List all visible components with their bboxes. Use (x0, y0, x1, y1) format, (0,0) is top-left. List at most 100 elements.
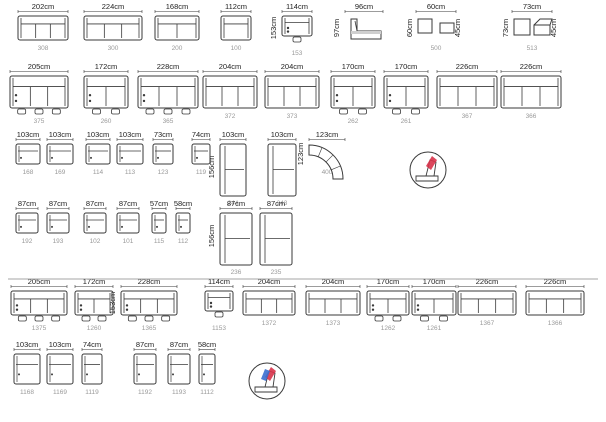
width-label: 224cm (102, 2, 125, 11)
seat-outline (331, 76, 375, 108)
model-code: 1366 (548, 320, 563, 327)
width-label: 170cm (377, 277, 400, 286)
product-119[interactable] (192, 144, 210, 164)
product-262[interactable] (331, 76, 375, 114)
product-1366[interactable] (526, 291, 584, 315)
seat-outline (205, 291, 233, 311)
product-115[interactable] (152, 213, 166, 233)
product-367[interactable] (437, 76, 497, 108)
model-code: 169 (55, 169, 66, 176)
seat-outline (155, 16, 199, 40)
width-label: 87cm (227, 199, 245, 208)
model-code: 1373 (326, 320, 341, 327)
product-365[interactable] (138, 76, 198, 114)
width-label: 123cm (316, 130, 339, 139)
model-code: 102 (90, 238, 101, 245)
product-400[interactable] (309, 145, 343, 179)
product-1192[interactable] (134, 354, 156, 384)
product-193[interactable] (47, 213, 69, 233)
product-1169[interactable] (47, 354, 73, 384)
product-261[interactable] (384, 76, 428, 114)
width-label: 74cm (192, 130, 210, 139)
product-1367[interactable] (458, 291, 516, 315)
seat-outline (84, 16, 142, 40)
product-1262[interactable] (367, 291, 409, 321)
product-113[interactable] (117, 144, 143, 164)
width-label: 168cm (166, 2, 189, 11)
product-500[interactable] (418, 19, 454, 33)
width-label: 87cm (136, 340, 154, 349)
width-label: 58cm (174, 199, 192, 208)
model-code: 1119 (85, 389, 99, 396)
product-123[interactable] (153, 144, 173, 164)
product-101[interactable] (117, 213, 139, 233)
width-label: 103cm (17, 130, 40, 139)
product-1373[interactable] (306, 291, 360, 315)
product-169[interactable] (47, 144, 73, 164)
product-112[interactable] (176, 213, 190, 233)
width-label: 87cm (18, 199, 36, 208)
width-label: 204cm (219, 62, 242, 71)
product-372[interactable] (203, 76, 257, 108)
width-label: 204cm (258, 277, 281, 286)
model-code: 1193 (172, 389, 186, 396)
product-1261[interactable] (412, 291, 456, 321)
recliner-manual-icon (248, 362, 286, 400)
model-code: 168 (23, 169, 34, 176)
product-200[interactable] (155, 16, 199, 40)
model-code: 513 (527, 45, 538, 52)
product-366[interactable] (501, 76, 561, 108)
width-label: 114cm (286, 2, 308, 11)
width-label: 74cm (83, 340, 101, 349)
product-item-row1-5[interactable] (351, 19, 381, 39)
width-label: 170cm (342, 62, 365, 71)
model-code: 261 (401, 118, 412, 125)
product-513[interactable] (514, 19, 552, 35)
seat-outline (458, 291, 516, 315)
model-code: 244 (228, 200, 239, 207)
product-168[interactable] (16, 144, 40, 164)
width-label: 205cm (28, 277, 51, 286)
product-1112[interactable] (199, 354, 215, 384)
product-1153[interactable] (205, 291, 233, 317)
product-308[interactable] (18, 16, 68, 40)
product-1193[interactable] (168, 354, 190, 384)
product-243[interactable] (268, 144, 296, 196)
height-label: 123cm (296, 143, 305, 166)
product-373[interactable] (265, 76, 319, 108)
width-label: 60cm (427, 2, 445, 11)
width-label: 87cm (86, 199, 104, 208)
model-code: 1112 (200, 389, 214, 396)
model-code: 113 (125, 169, 136, 176)
height-label: 60cm (405, 19, 414, 37)
product-260[interactable] (84, 76, 128, 114)
product-236[interactable] (220, 213, 252, 265)
product-300[interactable] (84, 16, 142, 40)
product-1365[interactable] (121, 291, 177, 321)
product-100[interactable] (221, 16, 251, 40)
width-label: 103cm (16, 340, 39, 349)
width-label: 170cm (423, 277, 446, 286)
product-153[interactable] (282, 16, 312, 42)
width-label: 202cm (32, 2, 55, 11)
product-1375[interactable] (11, 291, 67, 321)
model-code: 236 (231, 269, 242, 276)
width-label: 172cm (95, 62, 118, 71)
product-102[interactable] (84, 213, 106, 233)
product-114[interactable] (86, 144, 110, 164)
product-235[interactable] (260, 213, 292, 265)
product-244[interactable] (220, 144, 246, 196)
width-label: 114cm (208, 277, 230, 286)
product-375[interactable] (10, 76, 68, 114)
product-192[interactable] (16, 213, 38, 233)
seat-outline (203, 76, 257, 108)
width-label: 226cm (520, 62, 543, 71)
seat-outline (75, 291, 113, 315)
product-1168[interactable] (14, 354, 40, 384)
seat-outline (282, 16, 312, 36)
model-code: 1153 (212, 325, 226, 332)
width-label: 87cm (119, 199, 137, 208)
product-1372[interactable] (243, 291, 295, 315)
product-1119[interactable] (82, 354, 102, 384)
product-1260[interactable] (75, 291, 113, 321)
